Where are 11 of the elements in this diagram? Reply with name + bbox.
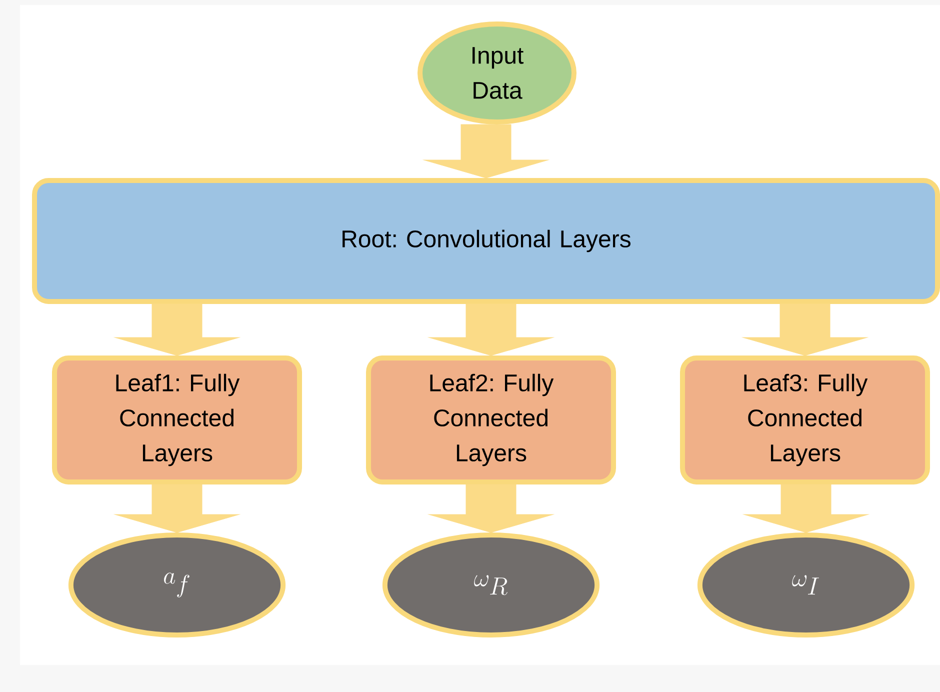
block-arrow [428, 484, 554, 533]
block-arrow [744, 484, 868, 533]
block-arrow [424, 124, 548, 178]
block-arrow [742, 304, 868, 356]
leaf-box: Leaf2: Fully Connected Layers [366, 356, 616, 484]
root-box: Root: Convolutional Layers [32, 178, 940, 304]
block-arrow [114, 484, 240, 533]
block-arrow [428, 304, 554, 356]
leaf-box: Leaf1: Fully Connected Layers [52, 356, 302, 484]
block-arrow [114, 304, 240, 356]
leaf-box: Leaf3: Fully Connected Layers [680, 356, 930, 484]
